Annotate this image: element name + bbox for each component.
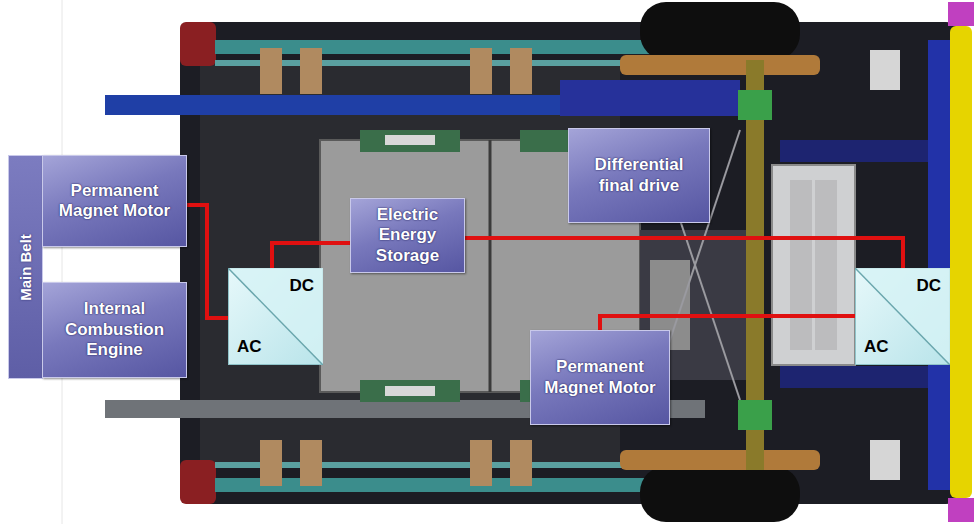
storage-box: Electric Energy Storage <box>350 198 465 273</box>
drive-box: Differential final drive <box>568 128 710 223</box>
converter-block: DC AC <box>855 268 950 365</box>
belt-band: Main Belt <box>8 155 43 379</box>
component-label: Internal Combustion Engine <box>51 299 178 360</box>
converter-label: DC <box>289 276 314 296</box>
converter-label: DC <box>916 276 941 296</box>
power-wire <box>272 243 350 268</box>
engine-box: Internal Combustion Engine <box>42 282 187 378</box>
converter-block: DC AC <box>228 268 323 365</box>
converter-label: AC <box>237 337 262 357</box>
component-label: Electric Energy Storage <box>359 205 456 266</box>
component-label: Differential final drive <box>577 155 701 196</box>
power-wire <box>465 238 903 268</box>
component-label: Permanent Magnet Motor <box>51 181 178 222</box>
component-label: Main Belt <box>17 234 34 301</box>
component-label: Permanent Magnet Motor <box>539 357 661 398</box>
power-wire <box>187 205 228 318</box>
motor-box: Permanent Magnet Motor <box>530 330 670 425</box>
motor-box: Permanent Magnet Motor <box>42 155 187 247</box>
power-wire <box>600 316 855 330</box>
converter-label: AC <box>864 337 889 357</box>
